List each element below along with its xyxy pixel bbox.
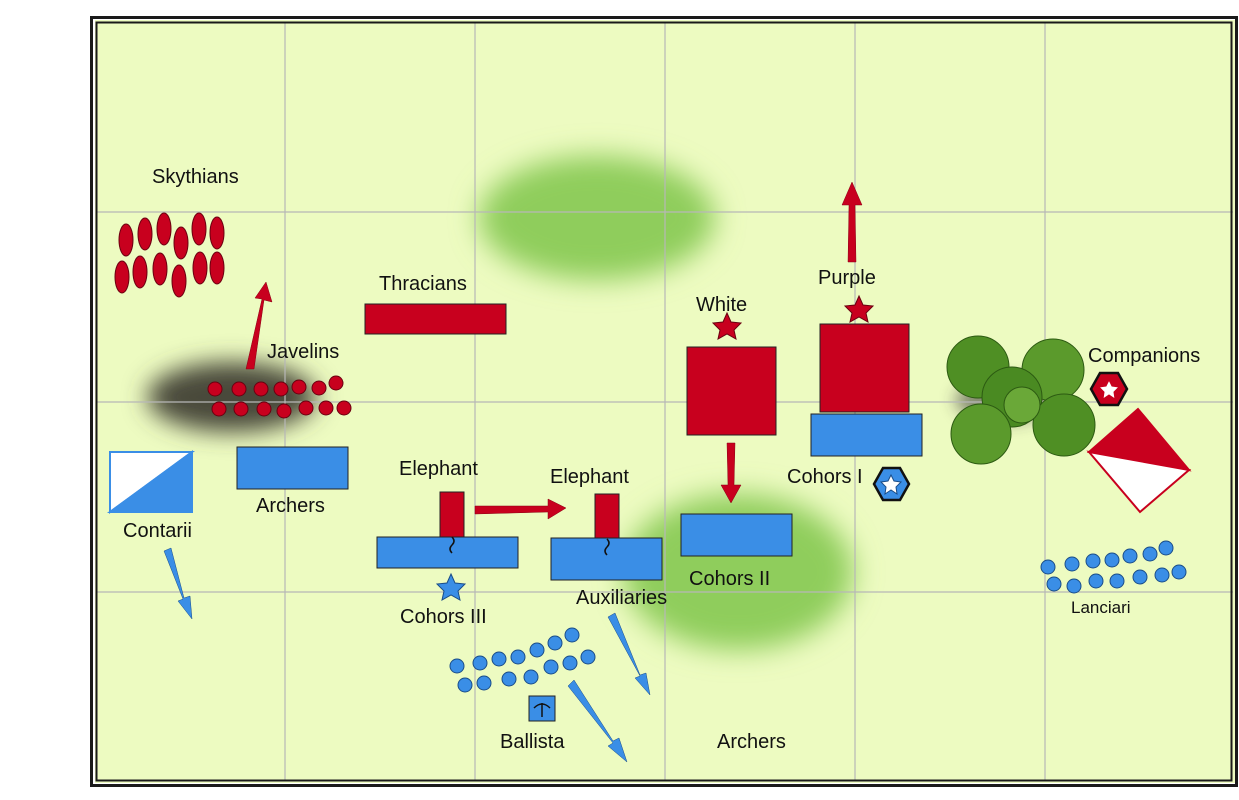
label-auxiliaries: Auxiliaries — [576, 587, 667, 609]
archers-left-unit — [236, 446, 349, 490]
arrow-white — [720, 442, 742, 504]
arrow-auxiliaries — [607, 612, 651, 696]
label-cohors-i: Cohors I — [787, 466, 863, 488]
elephant-unit-1 — [439, 491, 465, 538]
ballista-icon — [528, 695, 556, 722]
star-icon — [711, 311, 743, 340]
cohors-iii-unit — [376, 536, 519, 569]
label-cohors-iii: Cohors III — [400, 606, 487, 628]
label-archers-left: Archers — [256, 495, 325, 517]
label-purple: Purple — [818, 267, 876, 289]
skythians-unit — [114, 212, 225, 298]
board-border-outer — [90, 16, 1238, 787]
label-elephant-2: Elephant — [550, 466, 629, 488]
companions-unit — [1086, 407, 1192, 514]
board-border-inner — [95, 21, 1233, 782]
arrow-elephant — [474, 498, 567, 520]
squiggle-icon — [449, 536, 455, 554]
label-contarii: Contarii — [123, 520, 192, 542]
contarii-unit — [106, 450, 196, 514]
label-archers-bottom: Archers — [717, 731, 786, 753]
star-icon — [843, 294, 875, 323]
auxiliaries-unit — [550, 537, 663, 581]
hill-north — [479, 156, 715, 280]
label-elephant-1: Elephant — [399, 458, 478, 480]
label-lanciari: Lanciari — [1071, 598, 1131, 617]
woods — [946, 335, 1096, 465]
label-thracians: Thracians — [379, 273, 467, 295]
thracians-unit — [364, 303, 507, 335]
label-cohors-ii: Cohors II — [689, 568, 770, 590]
squiggle-icon — [604, 538, 610, 556]
archers-bottom-unit — [449, 627, 596, 693]
cohors-i-unit — [810, 413, 923, 457]
marsh — [147, 362, 317, 432]
arrow-javelins — [245, 281, 273, 370]
label-white: White — [696, 294, 747, 316]
label-companions: Companions — [1088, 345, 1200, 367]
arrow-contarii — [163, 547, 193, 620]
purple-unit — [819, 323, 910, 413]
star-icon — [435, 572, 467, 601]
javelins-unit — [207, 375, 352, 419]
white-unit — [686, 346, 777, 436]
label-skythians: Skythians — [152, 166, 239, 188]
hexagon-star-icon — [872, 466, 911, 502]
arrow-archers — [567, 679, 628, 763]
label-ballista: Ballista — [500, 731, 565, 753]
elephant-unit-2 — [594, 493, 620, 540]
arrow-purple — [841, 181, 863, 263]
blue-move-arrows — [163, 547, 651, 763]
hexagon-star-icon — [1089, 371, 1129, 407]
red-move-arrows — [245, 181, 863, 520]
label-javelins: Javelins — [267, 341, 339, 363]
cohors-ii-unit — [680, 513, 793, 557]
lanciari-unit — [1040, 540, 1187, 594]
